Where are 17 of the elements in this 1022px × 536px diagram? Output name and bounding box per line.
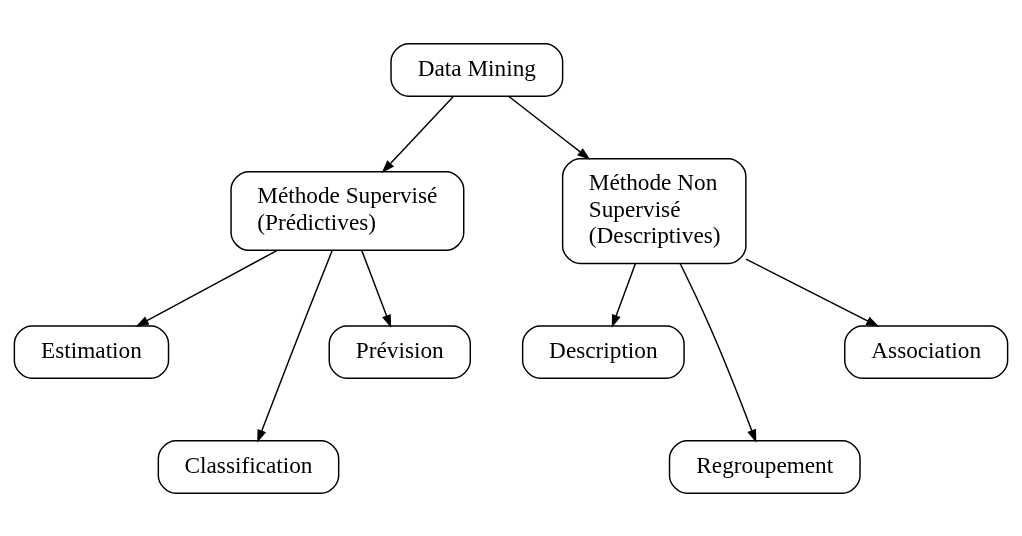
arrow: [745, 257, 880, 327]
node-box: Regroupement: [668, 439, 861, 494]
arrow: [361, 249, 392, 328]
node-box: Association: [844, 324, 1009, 379]
node-box: Méthode Non Supervisé (Descriptives): [561, 157, 747, 264]
arrow: [257, 249, 333, 443]
arrow: [381, 95, 454, 173]
arrow: [679, 262, 757, 443]
arrow: [135, 249, 278, 327]
arrow: [611, 262, 637, 328]
node-box: Classification: [157, 439, 340, 494]
node-box: Méthode Supervisé (Prédictives): [230, 170, 465, 251]
node-box: Estimation: [13, 324, 170, 379]
node-box: Prévision: [328, 324, 471, 379]
node-box: Description: [521, 324, 685, 379]
node-box: Data Mining: [390, 42, 564, 97]
arrow: [508, 95, 591, 160]
